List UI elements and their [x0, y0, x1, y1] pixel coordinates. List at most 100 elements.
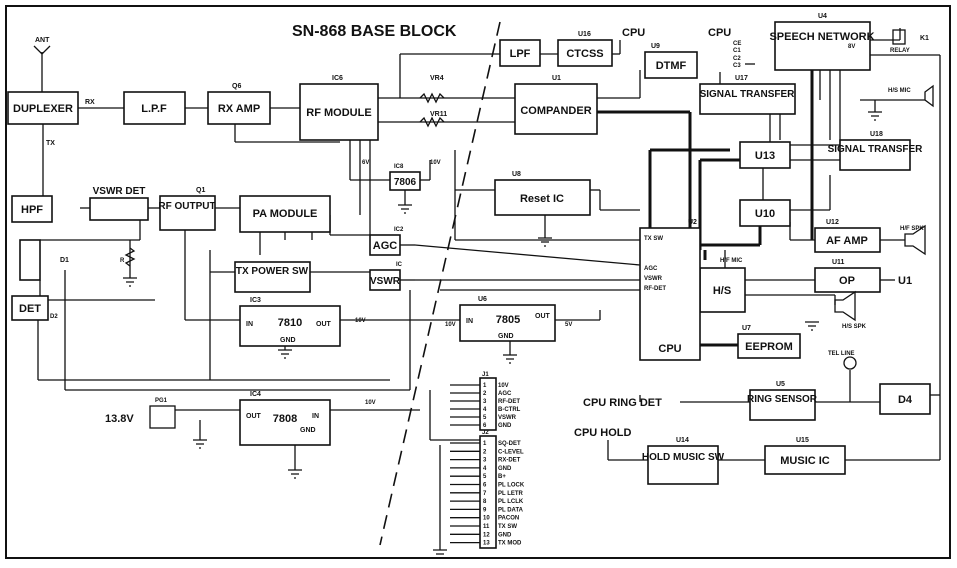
connector-pin-number: 6: [483, 483, 487, 489]
block-7810: 7810 IC3 IN OUT GND: [239, 297, 341, 347]
connector-pin-label: PACON: [498, 516, 519, 522]
svg-text:U10: U10: [755, 208, 775, 220]
cpu-ring-det-label: CPU RING DET: [583, 397, 662, 409]
10v-label-a: 10V: [430, 160, 441, 166]
block-speech-network: SPEECH NETWORK U4: [769, 13, 875, 71]
block-op: OP U11: [814, 259, 881, 293]
svg-text:U7: U7: [742, 325, 751, 332]
svg-text:Reset IC: Reset IC: [520, 193, 564, 205]
block-compander: COMPANDER U1: [514, 75, 598, 135]
svg-text:IN: IN: [246, 321, 253, 328]
svg-text:RING SENSOR: RING SENSOR: [747, 394, 818, 405]
svg-text:GND: GND: [280, 337, 296, 344]
svg-text:IC8: IC8: [394, 164, 404, 170]
svg-text:Q6: Q6: [232, 83, 241, 90]
svg-text:HPF: HPF: [21, 204, 43, 216]
connector-pin-number: 11: [483, 524, 490, 530]
svg-text:GND: GND: [498, 333, 514, 340]
svg-text:CPU: CPU: [658, 343, 681, 355]
relay-label: RELAY: [890, 48, 910, 54]
svg-text:U11: U11: [832, 259, 845, 266]
connector-pin-number: 6: [483, 423, 487, 429]
hs-mic-label: H/S MIC: [888, 88, 911, 94]
svg-text:7808: 7808: [273, 413, 297, 425]
svg-text:EEPROM: EEPROM: [745, 341, 793, 353]
svg-text:PA MODULE: PA MODULE: [253, 208, 318, 220]
svg-text:OUT: OUT: [316, 321, 332, 328]
tx-sw-pin: TX SW: [644, 236, 663, 242]
block-dtmf: DTMF U9: [644, 43, 698, 79]
block-ring-sensor: RING SENSOR U5: [747, 381, 818, 421]
block-rf-module: RF MODULE IC6: [299, 75, 379, 141]
block-7805: 7805 U6 IN OUT GND: [459, 296, 556, 342]
cpu-top-label: CPU: [622, 27, 645, 39]
connector-pin-number: 10: [483, 516, 490, 522]
block-vswr-ic: VSWR IC: [369, 262, 403, 291]
svg-text:CTCSS: CTCSS: [566, 48, 603, 60]
svg-text:7805: 7805: [496, 314, 520, 326]
connector-pin-label: GND: [498, 423, 512, 429]
svg-text:IC2: IC2: [394, 227, 404, 233]
block-d4: D4: [879, 383, 931, 415]
connector-pin-label: AGC: [498, 391, 512, 397]
connector-pin-label: GND: [498, 532, 512, 538]
block-hs: H/S: [699, 267, 746, 313]
connector-pin-label: 10V: [498, 383, 509, 389]
cpu-hold-label: CPU HOLD: [574, 427, 632, 439]
block-7808: 7808 IC4 OUT IN GND: [239, 391, 331, 446]
block-hold-music-sw: HOLD MUSIC SW U14: [642, 437, 725, 485]
block-signal-transfer-1: SIGNAL TRANSFER U17: [699, 75, 796, 115]
tel-line-label: TEL LINE: [828, 351, 855, 357]
svg-text:DUPLEXER: DUPLEXER: [13, 103, 73, 115]
vr11-resistor: [419, 116, 445, 128]
svg-text:U1: U1: [552, 75, 561, 82]
svg-text:H/S: H/S: [713, 285, 731, 297]
block-tx-power: TX POWER SW: [234, 261, 311, 293]
connector-pin-number: 12: [483, 532, 490, 538]
svg-text:AGC: AGC: [373, 240, 398, 252]
connector-pin-number: 1: [483, 383, 487, 389]
svg-text:SPEECH NETWORK: SPEECH NETWORK: [769, 31, 874, 43]
connector-pin-label: PL LOCK: [498, 483, 525, 489]
connector-pin-label: PL DATA: [498, 507, 524, 513]
svg-text:IC: IC: [396, 262, 403, 268]
block-cpu: CPU U2: [639, 219, 701, 361]
hf-speaker-icon: [904, 224, 926, 256]
svg-text:SIGNAL TRANSFER: SIGNAL TRANSFER: [700, 89, 796, 100]
10v-label-d: 10V: [365, 400, 376, 406]
block-duplexer: DUPLEXER: [7, 91, 79, 125]
connector-pin-label: RX-DET: [498, 458, 521, 464]
svg-text:OUT: OUT: [535, 313, 551, 320]
block-d1: D1: [19, 239, 69, 281]
block-u10: U10: [739, 199, 791, 227]
svg-text:RX AMP: RX AMP: [218, 103, 260, 115]
vr4-label: VR4: [430, 75, 444, 82]
antenna-icon: [33, 45, 51, 55]
hs-spk-label: H/S SPK: [842, 324, 867, 330]
block-ctcss: CTCSS U16: [557, 31, 613, 67]
c2-label: C2: [733, 56, 741, 62]
block-lpf-rx: L.P.F: [123, 91, 186, 125]
hs-speaker-icon: [834, 290, 856, 322]
svg-text:OP: OP: [839, 275, 855, 287]
6v-label: 6V: [362, 160, 369, 166]
svg-text:U5: U5: [776, 381, 785, 388]
svg-text:U2: U2: [688, 219, 697, 226]
pg1-connector: [149, 405, 176, 429]
connector-pin-number: 9: [483, 507, 487, 513]
hf-mic-label: H/F MIC: [720, 258, 743, 264]
8v-label: 8V: [848, 44, 855, 50]
vswr-pin: VSWR: [644, 276, 663, 282]
block-eeprom: EEPROM U7: [737, 325, 801, 359]
resistor-r: [124, 247, 136, 267]
connector-pin-number: 4: [483, 466, 487, 472]
svg-text:D4: D4: [898, 394, 913, 406]
vr4-resistor: [419, 92, 445, 104]
connector-pin-number: 1: [483, 441, 487, 447]
block-pa-module: PA MODULE: [239, 195, 331, 233]
block-det: DET: [11, 295, 49, 321]
tel-line-jack: [843, 356, 857, 370]
svg-text:COMPANDER: COMPANDER: [520, 105, 591, 117]
